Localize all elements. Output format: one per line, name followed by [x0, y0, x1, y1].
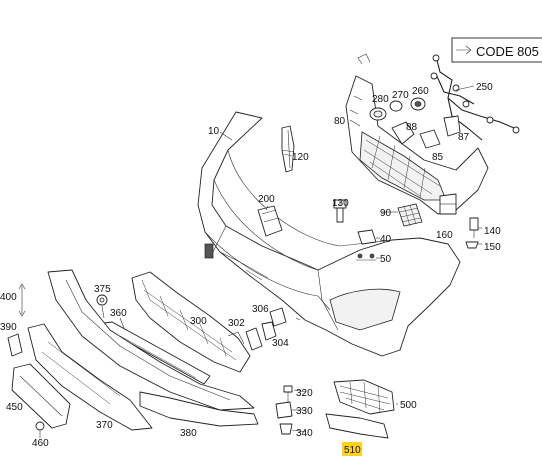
bracket-390[interactable]	[7, 333, 23, 357]
label-340: 340	[296, 428, 313, 439]
label-270: 270	[392, 90, 409, 101]
label-510-highlight: 510	[342, 442, 362, 456]
label-260: 260	[412, 86, 429, 97]
callout-labels: 10 40 50 80 85 87 88 90 120 130 140 150 …	[0, 82, 501, 456]
clips-50[interactable]	[356, 253, 376, 261]
label-510: 510	[344, 445, 361, 456]
label-360: 360	[110, 308, 127, 319]
label-85: 85	[432, 152, 444, 163]
bolt-320[interactable]	[283, 385, 293, 402]
sensor-280[interactable]	[369, 107, 387, 121]
sensor-270[interactable]	[389, 100, 403, 112]
label-88: 88	[406, 122, 418, 133]
bracket-304[interactable]	[261, 321, 277, 341]
screw-460[interactable]	[35, 421, 45, 438]
label-250: 250	[476, 82, 493, 93]
holder-88[interactable]	[391, 121, 415, 145]
cover-40[interactable]	[357, 229, 377, 245]
label-140: 140	[484, 226, 501, 237]
label-304: 304	[272, 338, 289, 349]
clip-330[interactable]	[275, 401, 293, 419]
sensor-harness-250[interactable]	[430, 54, 520, 141]
label-10: 10	[208, 126, 220, 137]
label-390: 390	[0, 322, 17, 333]
impact-absorber-300[interactable]	[131, 271, 251, 373]
bracket-302[interactable]	[245, 327, 263, 351]
label-50: 50	[380, 254, 392, 265]
nut-340[interactable]	[279, 423, 293, 435]
trim-strip-360[interactable]	[95, 321, 211, 385]
label-450: 450	[6, 402, 23, 413]
label-120: 120	[292, 152, 309, 163]
bracket-306[interactable]	[269, 307, 287, 327]
label-330: 330	[296, 406, 313, 417]
label-40: 40	[380, 234, 392, 245]
label-150: 150	[484, 242, 501, 253]
label-302: 302	[228, 318, 245, 329]
washer-375[interactable]	[96, 294, 108, 306]
sensor-85[interactable]	[419, 129, 441, 149]
label-370: 370	[96, 420, 113, 431]
module-200[interactable]	[257, 205, 283, 237]
label-320: 320	[296, 388, 313, 399]
label-500: 500	[400, 400, 417, 411]
label-306: 306	[252, 304, 269, 315]
label-130: 130	[332, 198, 349, 209]
label-380: 380	[180, 428, 197, 439]
mesh-insert-90[interactable]	[397, 203, 423, 227]
label-80: 80	[334, 116, 346, 127]
label-375: 375	[94, 284, 111, 295]
label-200: 200	[258, 194, 275, 205]
fog-grille-500[interactable]	[333, 379, 395, 415]
label-400: 400	[0, 292, 17, 303]
length-marker-400	[18, 283, 26, 317]
label-280: 280	[372, 94, 389, 105]
holder-87[interactable]	[443, 115, 461, 137]
label-160: 160	[436, 230, 453, 241]
screw-140[interactable]	[469, 217, 479, 238]
code-805-box: CODE 805	[451, 37, 542, 63]
label-90: 90	[380, 208, 392, 219]
bumper-cover[interactable]	[197, 111, 461, 357]
trim-strip-510[interactable]	[325, 413, 389, 439]
code-label: CODE 805	[476, 44, 539, 59]
lower-spoiler-370[interactable]	[27, 269, 255, 431]
label-300: 300	[190, 316, 207, 327]
skid-plate-380[interactable]	[139, 391, 259, 427]
sensor-260[interactable]	[410, 97, 426, 111]
label-87: 87	[458, 132, 470, 143]
license-plate-450[interactable]	[11, 363, 71, 429]
label-460: 460	[32, 438, 49, 449]
bracket-120[interactable]	[281, 125, 295, 173]
retainer-160[interactable]	[439, 193, 457, 215]
arrow-right-icon	[456, 45, 472, 55]
radiator-grille[interactable]	[345, 53, 489, 215]
nut-150[interactable]	[465, 241, 479, 249]
